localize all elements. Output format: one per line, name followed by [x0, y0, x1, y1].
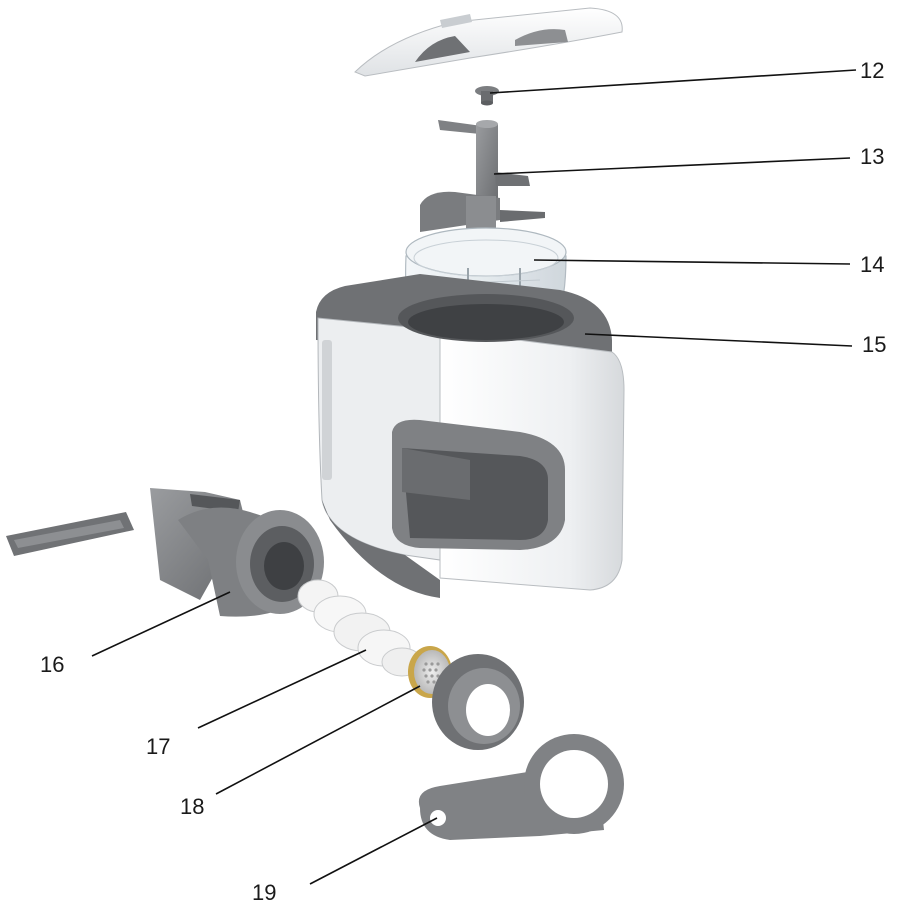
leader-16 — [91, 591, 231, 657]
callout-14: 14 — [860, 252, 884, 277]
pusher-arm — [420, 120, 545, 232]
motor-base — [316, 274, 625, 598]
callout-12: 12 — [860, 58, 884, 83]
callout-19: 19 — [252, 880, 276, 903]
auger-screw — [297, 579, 423, 677]
lid-knob — [475, 86, 499, 106]
leader-18 — [215, 685, 421, 795]
leader-19 — [309, 817, 438, 885]
leader-12 — [489, 69, 857, 94]
callout-15: 15 — [862, 332, 886, 357]
leader-13 — [493, 157, 851, 175]
callout-18: 18 — [180, 794, 204, 819]
leader-15 — [584, 333, 853, 347]
callout-17: 17 — [146, 734, 170, 759]
leader-14 — [533, 259, 851, 265]
leader-lines — [91, 69, 857, 885]
ring-nut — [432, 654, 524, 750]
lid-cover — [354, 7, 623, 77]
spanner-wrench — [418, 734, 624, 840]
callout-labels: 12 13 14 15 16 17 18 19 — [40, 58, 886, 903]
extruder-housing — [6, 488, 324, 617]
leader-17 — [197, 649, 367, 729]
callout-13: 13 — [860, 144, 884, 169]
callout-16: 16 — [40, 652, 64, 677]
